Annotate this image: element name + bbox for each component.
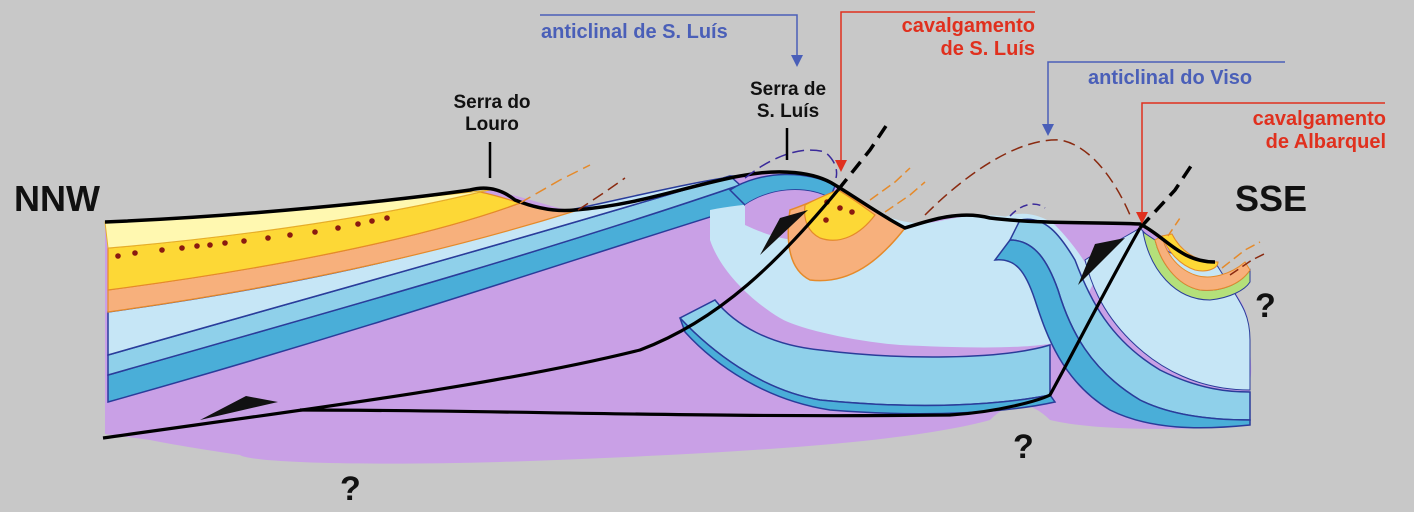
leader-cavalgamento-albarquel [1141, 102, 1385, 212]
eroded-trace-albarquel-orange [1167, 214, 1183, 237]
thrust-arrow-flat [200, 396, 278, 420]
label-anticlinal-sao-luis: anticlinal de S. Luís [541, 21, 728, 43]
label-sse: SSE [1235, 178, 1308, 219]
label-anticlinal-viso: anticlinal do Viso [1088, 67, 1253, 89]
eroded-trace-louro-red [577, 177, 626, 211]
eroded-trace-louro-orange [519, 164, 591, 204]
leader-anticlinal-viso [1047, 61, 1285, 124]
eroded-trace-albarquel-orange-2 [1221, 241, 1261, 269]
eroded-trace-sao-luis-orange [869, 167, 911, 201]
flat-thrust-fault [299, 227, 1142, 418]
label-serra-do-louro-line1: Serra do [453, 92, 531, 113]
leader-cavalgamento-sao-luis [840, 11, 1035, 160]
eroded-trace-viso-blue [1009, 203, 1046, 217]
label-cavalgamento-albarquel: cavalgamento de Albarquel [1190, 108, 1386, 154]
fault-extension-sao-luis [836, 119, 892, 192]
topographic-surface [104, 170, 1216, 264]
label-cavalgamento-sao-luis-line2: de S. Luís [940, 38, 1035, 60]
eroded-trace-viso-anticline [924, 139, 1131, 216]
label-cavalgamento-albarquel-line1: cavalgamento [1252, 108, 1386, 130]
arrowhead-cavalgamento-albarquel [1136, 212, 1148, 224]
eroded-trace-sao-luis-anticline [744, 149, 838, 179]
label-nnw: NNW [14, 178, 100, 219]
dark-blue-fold-middle [679, 317, 1057, 415]
label-serra-de-sao-luis: Serra de S. Luís [728, 79, 848, 123]
label-serra-de-sao-luis-line1: Serra de [749, 79, 827, 100]
thrust-arrow-albarquel [1078, 238, 1125, 285]
dark-blue-limb-viso [993, 239, 1251, 429]
arrowhead-anticlinal-viso [1042, 124, 1054, 136]
basal-thrust-fault [102, 188, 840, 440]
orange-layer-albarquel [1154, 235, 1251, 291]
arrowhead-anticlinal-sao-luis [791, 55, 803, 67]
label-cavalgamento-sao-luis: cavalgamento de S. Luís [850, 15, 1035, 61]
label-serra-de-sao-luis-line2: S. Luís [756, 100, 820, 122]
eroded-trace-sao-luis-orange-2 [884, 181, 926, 213]
eroded-trace-albarquel-red [1229, 251, 1269, 276]
unknown-mark-sse: ? [1255, 287, 1276, 325]
label-cavalgamento-sao-luis-line1: cavalgamento [901, 15, 1035, 37]
label-serra-do-louro: Serra do Louro [440, 92, 544, 136]
arrowhead-cavalgamento-sao-luis [835, 160, 847, 172]
label-cavalgamento-albarquel-line2: de Albarquel [1265, 131, 1386, 153]
thrust-arrow-sao-luis [760, 210, 808, 255]
fault-extension-albarquel [1138, 159, 1197, 230]
yellow-block-sao-luis [803, 189, 876, 241]
conglomerate-dots [115, 199, 855, 259]
unknown-mark-base: ? [340, 470, 361, 508]
leader-anticlinal-sao-luis [540, 14, 798, 55]
label-serra-do-louro-line2: Louro [465, 113, 519, 135]
unknown-mark-viso: ? [1013, 428, 1034, 466]
